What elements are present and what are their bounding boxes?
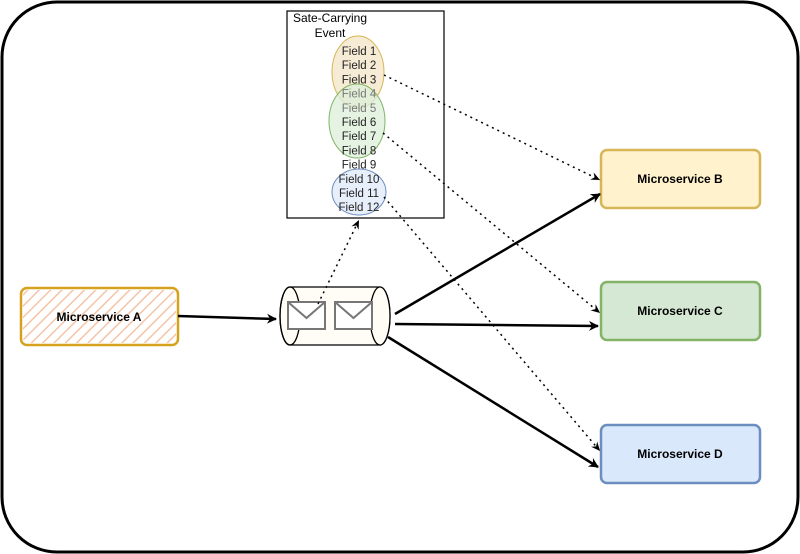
arrow-queue-to-b xyxy=(394,192,601,316)
field-list: Field 1 Field 2 Field 3 Field 4 Field 5 Field… xyxy=(339,46,380,214)
field-group-c-highlight xyxy=(328,83,386,159)
dotted-arrow-fields-to-d xyxy=(383,196,601,452)
field-item: Field 2 xyxy=(342,60,377,72)
field-item: Field 10 xyxy=(339,174,380,186)
field-item: Field 8 xyxy=(342,145,377,157)
microservice-b[interactable]: Microservice B xyxy=(599,148,762,210)
event-title-line2: Event xyxy=(315,26,346,40)
event-title-line1: Sate-Carrying xyxy=(293,11,367,25)
field-item: Field 7 xyxy=(342,131,377,143)
arrow-a-to-queue xyxy=(177,313,277,324)
field-item: Field 5 xyxy=(342,103,377,115)
field-item: Field 12 xyxy=(339,202,380,214)
field-item: Field 4 xyxy=(342,89,377,101)
message-queue-icon[interactable] xyxy=(279,286,391,346)
field-item: Field 9 xyxy=(342,160,377,172)
field-item: Field 11 xyxy=(339,188,379,200)
microservice-d-label: Microservice D xyxy=(637,447,723,461)
dotted-arrow-fields-to-b xyxy=(383,74,601,181)
field-item: Field 3 xyxy=(342,74,377,86)
arrow-queue-to-d xyxy=(387,335,599,469)
field-group-d-highlight xyxy=(331,168,387,216)
field-item: Field 1 xyxy=(342,46,377,58)
microservice-b-label: Microservice B xyxy=(637,172,723,186)
microservice-c-label: Microservice C xyxy=(637,304,723,318)
arrow-queue-to-c xyxy=(394,320,599,331)
microservice-a[interactable]: Microservice A xyxy=(19,286,180,347)
envelope-icon xyxy=(334,301,373,330)
field-item: Field 6 xyxy=(342,117,377,129)
microservice-c[interactable]: Microservice C xyxy=(599,280,762,342)
microservice-a-label: Microservice A xyxy=(57,310,142,324)
dotted-arrow-fields-to-c xyxy=(382,132,601,314)
envelope-icon xyxy=(287,301,326,330)
microservice-d[interactable]: Microservice D xyxy=(599,423,762,485)
